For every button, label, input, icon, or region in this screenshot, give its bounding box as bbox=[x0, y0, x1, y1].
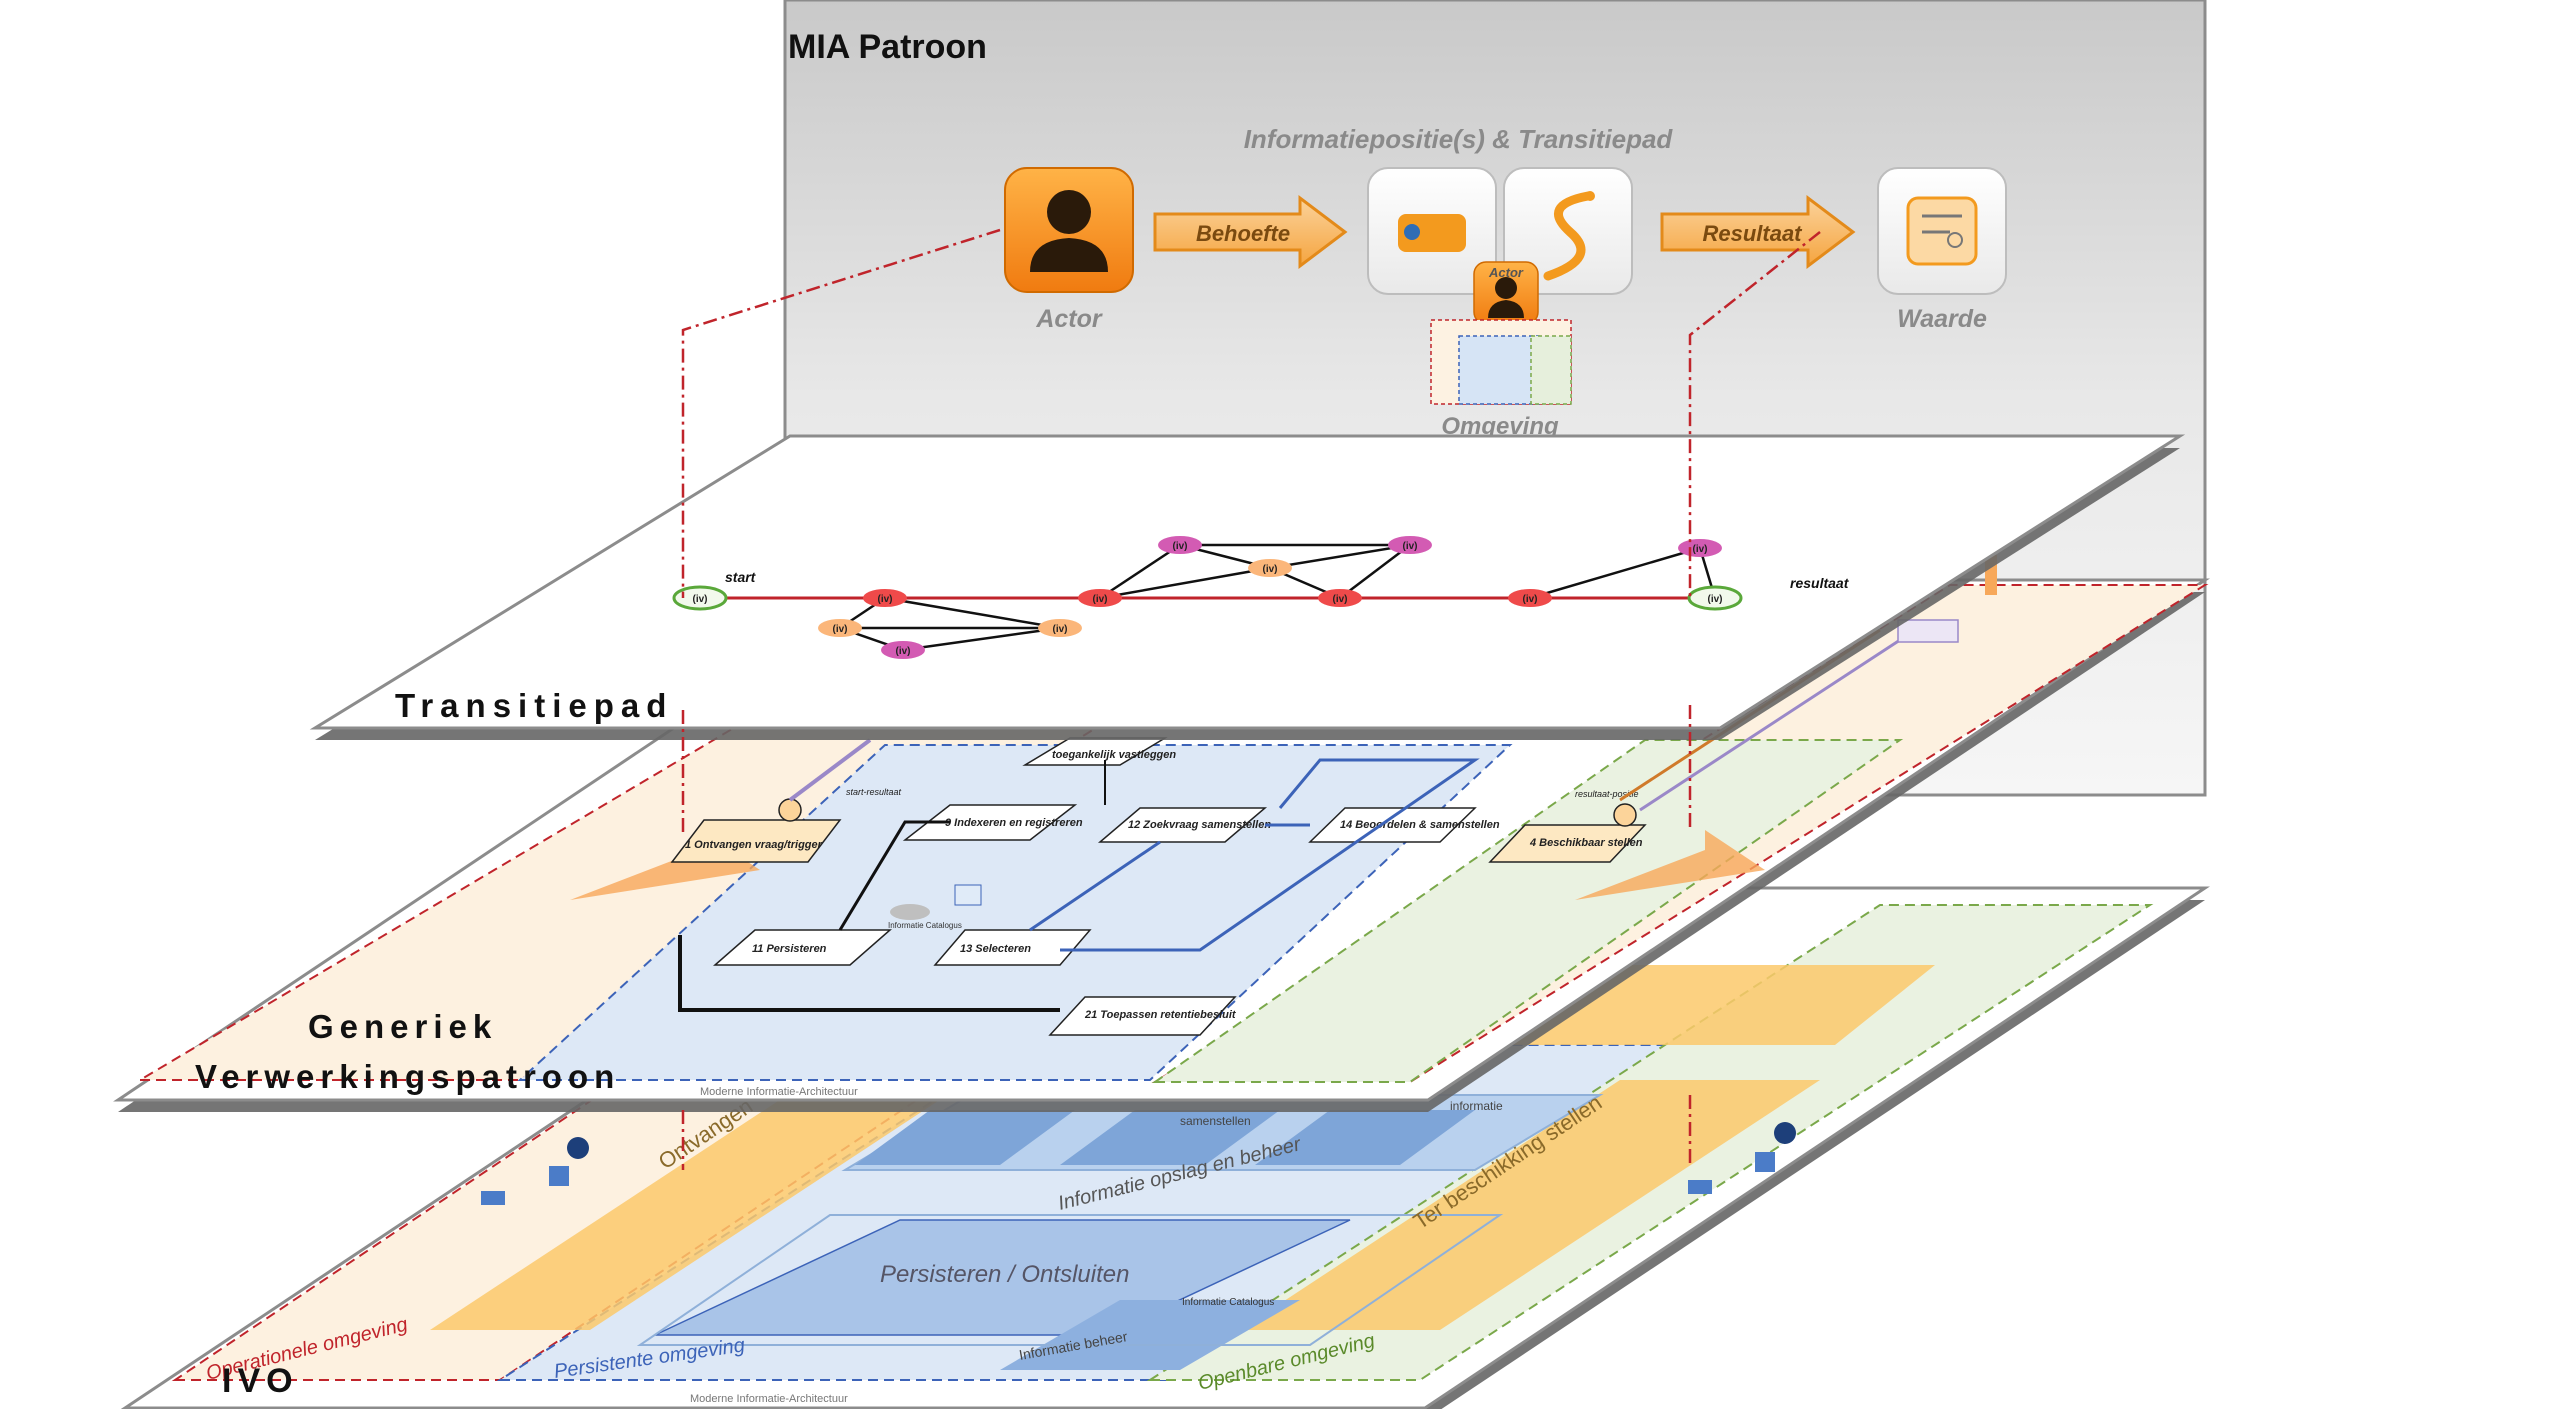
generiek-label-1: Generiek bbox=[308, 1008, 497, 1045]
process-label-b1: 1 Ontvangen vraag/trigger bbox=[685, 839, 823, 851]
ivo-samenstellen: samenstellen bbox=[1180, 1114, 1251, 1128]
result-tag: resultaat-positie bbox=[1575, 789, 1639, 799]
result-arrow bbox=[1660, 194, 1856, 270]
ivo-footer: Moderne Informatie-Architectuur bbox=[690, 1393, 848, 1405]
node-label: (iv) bbox=[1523, 594, 1538, 605]
process-label-b13: 13 Selecteren bbox=[960, 943, 1031, 955]
generiek-label-2: Verwerkingspatroon bbox=[195, 1058, 620, 1095]
start-tag: start-resultaat bbox=[846, 787, 902, 797]
process-label-b14: 14 Beoordelen & samenstellen bbox=[1340, 819, 1500, 831]
process-box-b13 bbox=[933, 929, 1092, 966]
process-box-b14 bbox=[1308, 807, 1477, 843]
process-label-b4: 4 Beschikbaar stellen bbox=[1529, 837, 1643, 849]
generiek-footer: Moderne Informatie-Architectuur bbox=[700, 1086, 858, 1098]
node-label: (iv) bbox=[1263, 564, 1278, 575]
node-start bbox=[672, 585, 728, 611]
node-result bbox=[1687, 585, 1743, 611]
ivo-plane: Ontvangen Ter beschikking stellen Inform… bbox=[120, 886, 2210, 1409]
process-box-b1 bbox=[670, 819, 842, 863]
start-label: start bbox=[725, 569, 757, 585]
process-box-b9 bbox=[902, 804, 1078, 841]
process-label-b_top: toegankelijk vastleggen bbox=[1052, 749, 1176, 761]
ivo-label: IVO bbox=[222, 1362, 299, 1400]
transitiepad-plane: (iv) (iv) (iv) (iv) (iv) (iv) (iv) (iv) (iv) (iv)… bbox=[309, 434, 2186, 740]
process-label-b21: 21 Toepassen retentiebesluit bbox=[1084, 1009, 1237, 1021]
transition-path-tile bbox=[1503, 167, 1633, 295]
start-badge bbox=[778, 798, 802, 822]
node bbox=[1038, 619, 1082, 637]
node-label: (iv) bbox=[1173, 541, 1188, 552]
ivo-persisteren: Persisteren / Ontsluiten bbox=[880, 1261, 1129, 1288]
mia-title: MIA Patroon bbox=[788, 28, 987, 66]
node-label: (iv) bbox=[693, 594, 708, 605]
transitiepad-label: Transitiepad bbox=[395, 687, 673, 724]
result-badge bbox=[1613, 803, 1637, 827]
actor-icon bbox=[1004, 167, 1134, 293]
process-box-b4 bbox=[1488, 824, 1647, 863]
process-label-b11: 11 Persisteren bbox=[752, 943, 827, 955]
process-box-b11 bbox=[713, 929, 892, 966]
environment-box bbox=[1430, 319, 1572, 405]
node bbox=[1318, 589, 1362, 607]
node-label: (iv) bbox=[896, 646, 911, 657]
node-label: (iv) bbox=[1093, 594, 1108, 605]
mia-subtitle: Informatiepositie(s) & Transitiepad bbox=[1244, 124, 1674, 154]
node bbox=[1508, 589, 1552, 607]
node bbox=[1388, 536, 1432, 554]
transition-graph-nodes: (iv) (iv) (iv) (iv) (iv) (iv) (iv) (iv) (iv) (iv)… bbox=[672, 536, 1743, 659]
node-label: (iv) bbox=[833, 624, 848, 635]
need-arrow bbox=[1153, 194, 1348, 270]
ivo-left-logos bbox=[481, 1137, 589, 1205]
process-box-b21 bbox=[1048, 996, 1237, 1036]
actor-label: Actor bbox=[1035, 305, 1103, 333]
node-label: (iv) bbox=[878, 594, 893, 605]
node bbox=[863, 589, 907, 607]
node bbox=[1158, 536, 1202, 554]
ivo-informatie: informatie bbox=[1450, 1099, 1503, 1113]
ivo-catalog: Informatie Catalogus bbox=[1182, 1297, 1274, 1308]
result-label: Resultaat bbox=[1702, 221, 1803, 246]
catalog-label: Informatie Catalogus bbox=[888, 921, 962, 930]
process-label-b12: 12 Zoekvraag samenstellen bbox=[1128, 819, 1271, 831]
actor-badge-icon bbox=[1473, 261, 1539, 325]
information-position-tile bbox=[1367, 167, 1497, 295]
node-label: (iv) bbox=[1333, 594, 1348, 605]
actor-badge-label: Actor bbox=[1488, 265, 1524, 280]
ivo-right-logos bbox=[1688, 1122, 1796, 1194]
node bbox=[881, 641, 925, 659]
node bbox=[1078, 589, 1122, 607]
process-label-b9: 9 Indexeren en registreren bbox=[945, 817, 1083, 829]
node-label: (iv) bbox=[1403, 541, 1418, 552]
node bbox=[1248, 559, 1292, 577]
node-label: (iv) bbox=[1053, 624, 1068, 635]
node bbox=[818, 619, 862, 637]
need-label: Behoefte bbox=[1196, 221, 1290, 246]
value-label: Waarde bbox=[1897, 305, 1987, 333]
catalog-icon bbox=[890, 884, 982, 920]
result-node-label: resultaat bbox=[1790, 575, 1850, 591]
node-label: (iv) bbox=[1708, 594, 1723, 605]
process-box-b12 bbox=[1097, 807, 1268, 843]
value-icon bbox=[1877, 167, 2007, 295]
trace-lines bbox=[681, 228, 1821, 1170]
node-label: (iv) bbox=[1693, 544, 1708, 555]
